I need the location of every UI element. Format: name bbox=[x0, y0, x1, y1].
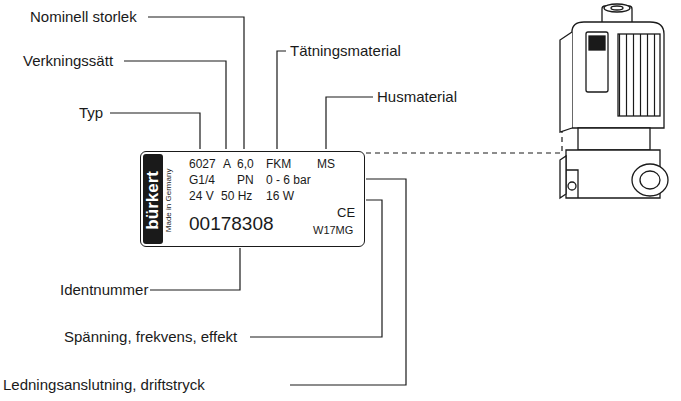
callout-label: Tätningsmaterial bbox=[290, 43, 401, 60]
leader-line bbox=[148, 17, 244, 149]
leader-line bbox=[110, 113, 200, 149]
name-plate: bürkertMade in Germany 6027 A 6,0 FKM MS G1/4 P… bbox=[140, 151, 365, 247]
callout-label: Ledningsanslutning, driftstryck bbox=[3, 377, 205, 394]
callout-label: Verkningssätt bbox=[23, 53, 113, 70]
plate-text: MS bbox=[317, 158, 335, 171]
leader-line bbox=[326, 97, 373, 149]
callout-label: Typ bbox=[79, 105, 103, 122]
plate-text: A bbox=[223, 158, 231, 171]
plate-text: W17MG bbox=[313, 224, 353, 236]
plate-text: PN bbox=[237, 174, 254, 187]
plate-text: 6,0 bbox=[237, 158, 254, 171]
plate-text: 0 - 6 bar bbox=[266, 174, 311, 187]
callout-label: Husmaterial bbox=[377, 89, 457, 106]
solenoid-valve bbox=[560, 4, 668, 198]
plate-text: CE bbox=[337, 206, 355, 220]
plate-logo-text: Made in Germany bbox=[165, 169, 174, 233]
plate-text: G1/4 bbox=[189, 174, 215, 187]
plate-logo-text: bürkert bbox=[144, 171, 163, 230]
callout-label: Spänning, frekvens, effekt bbox=[64, 329, 237, 346]
callout-label: Identnummer bbox=[60, 282, 148, 299]
plate-text: 6027 bbox=[189, 158, 216, 171]
plate-text: FKM bbox=[266, 158, 291, 171]
plate-text: 00178308 bbox=[189, 214, 274, 235]
leader-line bbox=[124, 61, 226, 149]
leader-line bbox=[150, 248, 240, 290]
plate-text: 16 W bbox=[266, 190, 294, 203]
leader-line bbox=[277, 51, 286, 149]
dashed-link bbox=[366, 100, 592, 153]
plate-text: 50 Hz bbox=[221, 190, 252, 203]
callout-label: Nominell storlek bbox=[30, 9, 137, 26]
plate-text: 24 V bbox=[189, 190, 214, 203]
